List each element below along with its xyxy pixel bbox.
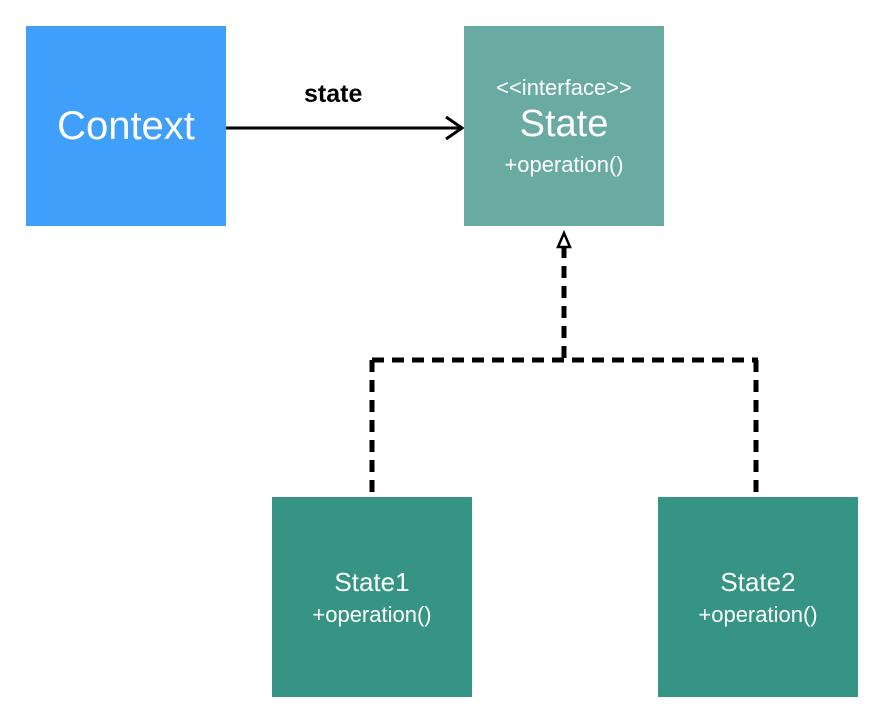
state2-node: State2 +operation() xyxy=(658,497,858,697)
association-arrowhead xyxy=(445,115,465,141)
state2-node-name: State2 xyxy=(720,566,796,597)
state1-node-operation: +operation() xyxy=(312,601,432,627)
state-interface-operation: +operation() xyxy=(504,151,624,177)
state1-node: State1 +operation() xyxy=(272,497,472,697)
state-interface-name: State xyxy=(519,102,609,145)
state1-node-name: State1 xyxy=(334,566,410,597)
state2-node-operation: +operation() xyxy=(698,601,818,627)
context-node: Context xyxy=(26,26,226,226)
state-interface-stereotype: <<interface>> xyxy=(496,74,632,100)
context-node-name: Context xyxy=(57,103,195,148)
realization-arrowhead xyxy=(556,229,572,249)
association-label: state xyxy=(304,80,363,108)
state-interface-node: <<interface>> State +operation() xyxy=(464,26,664,226)
